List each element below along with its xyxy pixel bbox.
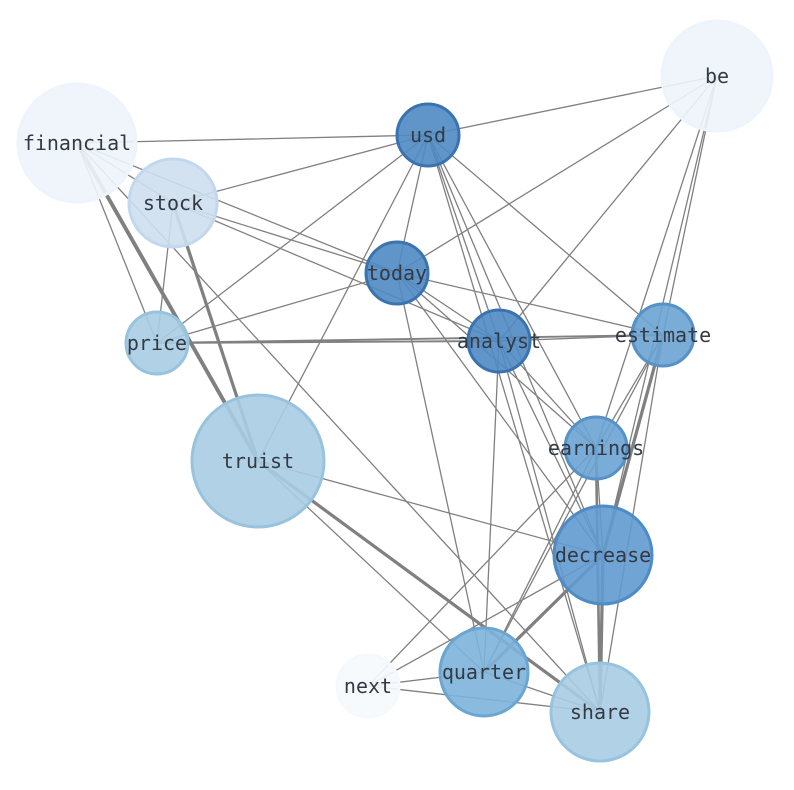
edge-usd-earnings — [427, 134, 597, 449]
edge-usd-analyst — [427, 134, 500, 342]
node-share: share — [549, 661, 651, 763]
node-financial: financial — [16, 82, 138, 204]
node-circle-analyst — [466, 308, 532, 374]
node-decrease: decrease — [552, 504, 654, 606]
edge-stock-analyst — [172, 202, 500, 342]
node-layer: be financial usd stock today estimate analyst p… — [16, 19, 774, 763]
edge-analyst-quarter — [483, 340, 500, 673]
node-label-earnings: earnings — [548, 436, 644, 460]
edge-usd-price — [156, 134, 429, 344]
node-label-share: share — [570, 700, 630, 724]
node-circle-today — [364, 240, 430, 306]
edge-earnings-next — [367, 447, 597, 687]
node-label-today: today — [367, 261, 427, 285]
node-label-be: be — [705, 64, 729, 88]
edge-truist-share — [257, 459, 601, 714]
edge-today-estimate — [396, 272, 664, 336]
node-label-next: next — [344, 674, 392, 698]
edge-be-analyst — [498, 75, 718, 342]
node-be: be — [660, 19, 774, 133]
node-price: price — [124, 310, 190, 376]
edge-be-earnings — [595, 75, 718, 449]
node-circle-truist — [190, 393, 326, 529]
edge-usd-estimate — [427, 134, 664, 336]
node-earnings: earnings — [548, 415, 644, 481]
edge-today-price — [156, 272, 398, 344]
edge-price-estimate — [156, 334, 664, 344]
node-circle-stock — [127, 157, 219, 249]
node-stock: stock — [127, 157, 219, 249]
node-label-truist: truist — [222, 449, 294, 473]
edge-analyst-share — [498, 340, 601, 713]
node-circle-financial — [16, 82, 138, 204]
node-truist: truist — [190, 393, 326, 529]
edge-be-today — [396, 75, 718, 274]
node-label-estimate: estimate — [615, 323, 711, 347]
edge-estimate-quarter — [483, 334, 664, 673]
node-label-stock: stock — [143, 191, 203, 215]
node-circle-decrease — [552, 504, 654, 606]
edge-usd-share — [427, 134, 601, 713]
node-circle-be — [660, 19, 774, 133]
node-label-financial: financial — [23, 131, 131, 155]
node-quarter: quarter — [438, 626, 530, 718]
node-analyst: analyst — [457, 308, 541, 374]
node-circle-next — [335, 653, 401, 719]
edge-today-decrease — [396, 272, 604, 556]
node-label-analyst: analyst — [457, 329, 541, 353]
node-label-price: price — [127, 331, 187, 355]
node-circle-earnings — [563, 415, 629, 481]
node-usd: usd — [395, 102, 461, 168]
node-estimate: estimate — [615, 302, 711, 368]
node-label-quarter: quarter — [442, 660, 526, 684]
node-label-decrease: decrease — [555, 543, 651, 567]
node-label-usd: usd — [410, 123, 446, 147]
node-next: next — [335, 653, 401, 719]
node-circle-price — [124, 310, 190, 376]
node-circle-share — [549, 661, 651, 763]
node-today: today — [364, 240, 430, 306]
node-circle-quarter — [438, 626, 530, 718]
node-circle-estimate — [630, 302, 696, 368]
node-circle-usd — [395, 102, 461, 168]
